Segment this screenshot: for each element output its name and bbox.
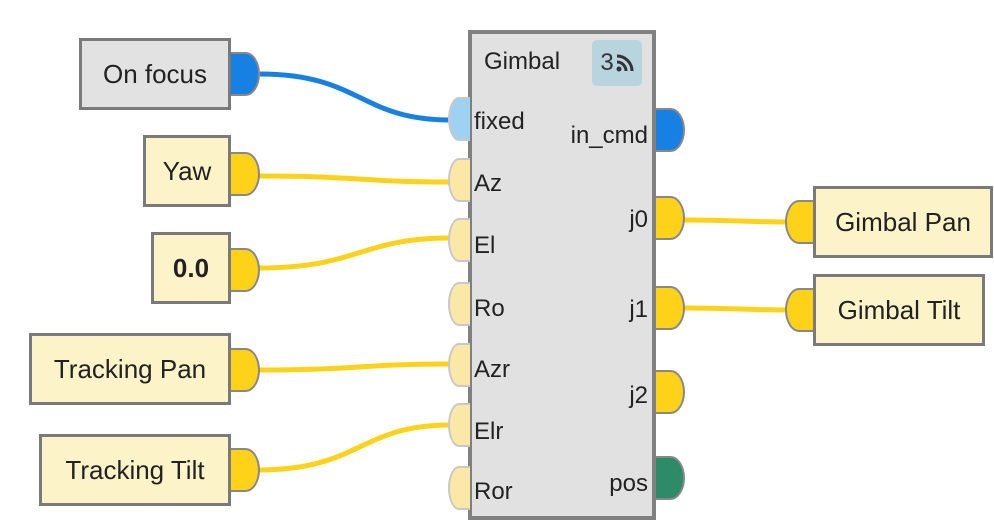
gimbal-in-az-label: Az xyxy=(474,170,503,197)
tracking-tilt-node[interactable]: Tracking Tilt xyxy=(39,434,231,506)
tracking-tilt-output-port[interactable] xyxy=(231,448,260,492)
gimbal-pan-input-port[interactable] xyxy=(785,200,813,244)
gimbal-out-j2-port[interactable] xyxy=(656,370,685,414)
gimbal-pan-label: Gimbal Pan xyxy=(835,206,971,237)
wire-onfocus-fixed[interactable] xyxy=(259,71,451,123)
gimbal-in-ro-label: Ro xyxy=(474,295,505,322)
gimbal-pan-node[interactable]: Gimbal Pan xyxy=(813,186,993,258)
on-focus-label: On focus xyxy=(102,58,208,89)
gimbal-in-elr-port[interactable] xyxy=(448,403,470,447)
constant-output-port[interactable] xyxy=(231,248,260,292)
gimbal-in-azr-label: Azr xyxy=(474,356,510,383)
gimbal-in-az-port[interactable] xyxy=(448,158,470,202)
on-focus-output-port[interactable] xyxy=(231,52,260,96)
gimbal-out-pos-label: pos xyxy=(609,470,648,497)
gimbal-out-j0-label: j0 xyxy=(629,206,648,233)
gimbal-in-ror-label: Ror xyxy=(474,478,513,505)
gimbal-in-fixed-port[interactable] xyxy=(448,97,470,141)
gimbal-out-j0-port[interactable] xyxy=(656,196,685,240)
gimbal-badge[interactable]: 3 xyxy=(592,40,642,86)
gimbal-tilt-label: Gimbal Tilt xyxy=(837,294,961,325)
gimbal-in-el-label: El xyxy=(474,232,496,259)
gimbal-out-j1-label: j1 xyxy=(629,296,648,323)
yaw-node[interactable]: Yaw xyxy=(143,135,231,207)
tracking-pan-label: Tracking Pan xyxy=(53,353,207,384)
gimbal-in-ro-port[interactable] xyxy=(448,282,470,326)
tracking-pan-node[interactable]: Tracking Pan xyxy=(29,333,231,405)
gimbal-block[interactable] xyxy=(468,30,656,520)
gimbal-out-incmd-label: in_cmd xyxy=(570,122,648,149)
gimbal-in-elr-label: Elr xyxy=(474,418,504,445)
wire-trackpan-azr[interactable] xyxy=(257,361,451,373)
gimbal-out-j2-label: j2 xyxy=(629,382,648,409)
gimbal-in-el-port[interactable] xyxy=(448,218,470,262)
rss-icon xyxy=(616,54,634,72)
gimbal-badge-count: 3 xyxy=(600,49,614,76)
gimbal-in-fixed-label: fixed xyxy=(474,108,525,135)
gimbal-out-pos-port[interactable] xyxy=(656,456,685,500)
wire-j1-gimbaltilt[interactable] xyxy=(681,305,793,313)
yaw-label: Yaw xyxy=(162,155,212,186)
gimbal-in-ror-port[interactable] xyxy=(448,466,470,510)
tracking-tilt-label: Tracking Tilt xyxy=(65,454,205,485)
gimbal-out-incmd-port[interactable] xyxy=(656,108,685,152)
tracking-pan-output-port[interactable] xyxy=(231,348,260,392)
gimbal-title: Gimbal xyxy=(484,48,561,75)
wire-const-el[interactable] xyxy=(257,235,451,271)
on-focus-node[interactable]: On focus xyxy=(79,38,231,110)
constant-value: 0.0 xyxy=(172,252,210,283)
gimbal-tilt-input-port[interactable] xyxy=(785,288,813,332)
yaw-output-port[interactable] xyxy=(231,152,260,196)
wire-tracktilt-elr[interactable] xyxy=(257,422,451,473)
wire-yaw-az[interactable] xyxy=(257,173,451,185)
gimbal-out-j1-port[interactable] xyxy=(656,286,685,330)
constant-node[interactable]: 0.0 xyxy=(151,232,231,304)
wire-j0-gimbalpan[interactable] xyxy=(681,217,793,225)
gimbal-in-azr-port[interactable] xyxy=(448,343,470,387)
gimbal-tilt-node[interactable]: Gimbal Tilt xyxy=(813,274,985,346)
